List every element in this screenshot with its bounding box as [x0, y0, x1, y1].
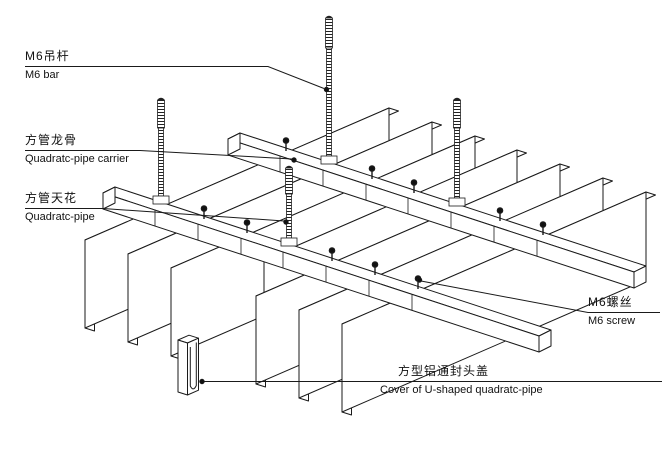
- cover-side-face: [187, 337, 199, 396]
- carrier-end-face: [633, 265, 647, 289]
- callout-m6-screw-en: M6 screw: [588, 315, 636, 327]
- callout-m6-bar: M6吊杆 M6 bar: [25, 49, 70, 82]
- m6-screw-pin: [539, 221, 547, 235]
- hex-nut: [152, 195, 170, 205]
- hanger-rods: [152, 15, 466, 247]
- m6-screw-pin: [368, 165, 376, 179]
- m6-hanger-rod: [320, 15, 338, 165]
- leader-carrier: [25, 150, 293, 160]
- leader-dot: [291, 157, 297, 163]
- callout-carrier: 方管龙骨 Quadratc-pipe carrier: [25, 133, 129, 166]
- callout-m6-screw: M6螺丝 M6 screw: [588, 295, 635, 328]
- callout-m6-bar-en: M6 bar: [25, 69, 60, 81]
- callout-carrier-zh: 方管龙骨: [25, 133, 78, 147]
- leader-dot: [416, 277, 423, 283]
- carrier-upper: [227, 132, 647, 289]
- carrier-end-face: [538, 329, 552, 353]
- callout-pipe-en: Quadratc-pipe: [25, 211, 95, 223]
- leader-dot: [283, 219, 289, 225]
- cover-u-profile-line: [189, 342, 197, 390]
- callout-cover: 方型铝通封头盖 Cover of U-shaped quadratc-pipe: [380, 364, 543, 397]
- m6-screw-pin: [243, 219, 251, 233]
- m6-hanger-rod: [280, 165, 298, 247]
- callout-cover-zh: 方型铝通封头盖: [398, 364, 490, 378]
- callout-m6-screw-zh: M6螺丝: [588, 295, 633, 309]
- carrier-lower: [102, 186, 552, 353]
- hex-nut: [448, 197, 466, 207]
- u-shaped-end-cover: [177, 334, 199, 396]
- m6-screw-pin: [282, 137, 290, 151]
- m6-hanger-rod: [152, 97, 170, 205]
- hex-nut: [320, 155, 338, 165]
- m6-screw-pin: [496, 207, 504, 221]
- carrier-clip-seams: [279, 156, 538, 256]
- hex-nut: [280, 237, 298, 247]
- m6-screw-pin: [328, 247, 336, 261]
- callout-pipe: 方管天花 Quadratc-pipe: [25, 191, 95, 224]
- m6-screw-pin: [371, 261, 379, 275]
- leader-dot: [323, 86, 330, 93]
- leader-pipe: [25, 208, 285, 222]
- leader-dot: [199, 378, 205, 385]
- cover-front-face: [177, 339, 188, 396]
- m6-hanger-rod: [448, 97, 466, 207]
- callout-pipe-zh: 方管天花: [25, 191, 78, 205]
- leader-m6-bar: [25, 66, 325, 89]
- leader-lines: [25, 66, 662, 385]
- callout-m6-bar-zh: M6吊杆: [25, 49, 70, 63]
- callout-cover-en: Cover of U-shaped quadratc-pipe: [380, 384, 543, 396]
- m6-screw-pin: [410, 179, 418, 193]
- callout-carrier-en: Quadratc-pipe carrier: [25, 153, 129, 165]
- carrier-clip-seams: [154, 210, 413, 310]
- leader-m6-screw: [420, 280, 660, 313]
